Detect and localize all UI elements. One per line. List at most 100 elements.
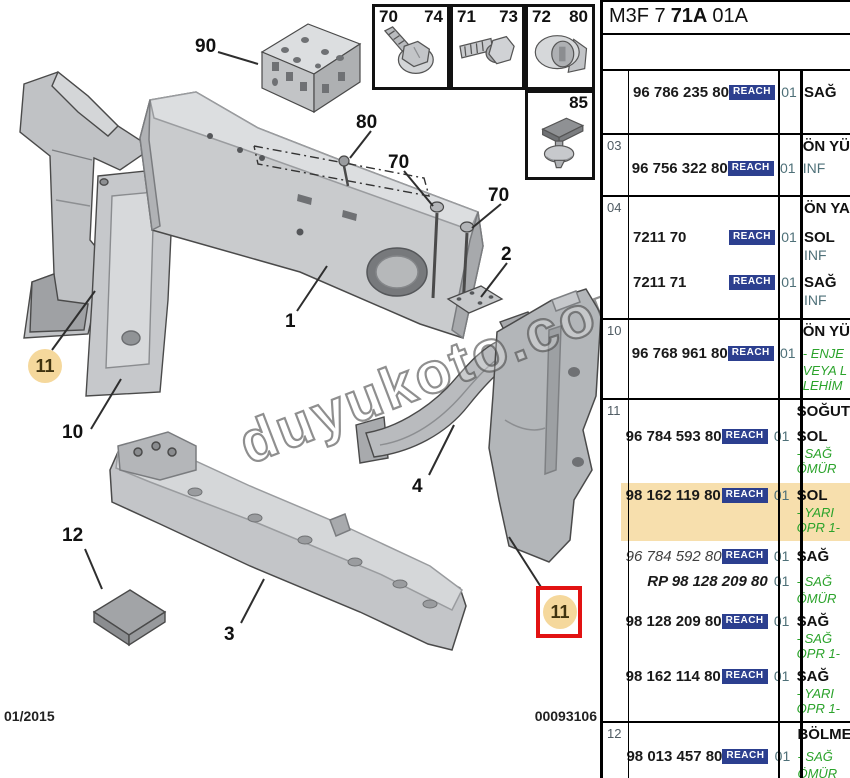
row-title: ÖN YÜ [802,138,850,155]
legend-num: 85 [569,93,588,112]
part-number[interactable]: 96 756 322 80 [631,160,728,177]
part-number[interactable]: 96 768 961 80 [631,345,728,362]
desc-line: INF [802,160,826,176]
desc-line: - YARI [796,505,834,520]
desc-line: OPR 1- [796,646,840,661]
part-11-left-bracket [19,70,154,339]
table-line: INF [628,292,850,308]
code-main: 71A [670,5,708,27]
part-number-cell[interactable]: 7211 71 REACH [628,274,778,291]
legend-num: 72 [532,7,551,26]
table-line: - SAĞ [621,446,850,461]
part-number[interactable]: 7211 71 [633,274,687,291]
desc-line: - ENJE [802,346,844,361]
part-number[interactable]: 96 784 592 80 [625,548,722,565]
grommet-clip-icon [528,25,592,83]
reach-badge[interactable]: REACH [727,161,774,176]
hex-bolt-icon [453,25,522,83]
callout-90: 90 [195,36,217,57]
reach-badge[interactable]: REACH [721,669,768,684]
row-title: ÖN YÜ [802,323,850,340]
part-number[interactable]: 98 162 114 80 [625,668,721,685]
table-line: VEYA L [627,363,850,378]
part-number[interactable]: 7211 70 [633,229,687,246]
row-number: 12 [607,726,622,741]
leader-lines [51,51,542,624]
row-number: 04 [607,200,622,215]
part-number[interactable]: RP 98 128 209 80 [647,573,768,590]
table-line: - YARI [621,505,850,520]
part-number[interactable]: 98 128 209 80 [625,613,722,630]
reach-badge[interactable]: REACH [728,230,775,245]
part-number[interactable]: 96 786 235 80 [633,84,729,101]
desc-line: VEYA L [802,363,848,378]
reach-badge[interactable]: REACH [721,614,768,629]
desc-line: ÖMÜR [797,766,838,778]
reach-badge[interactable]: REACH [728,85,775,100]
footer-doc-number: 00093106 [534,708,597,724]
callout-70: 70 [488,185,510,206]
column-divider [778,71,780,778]
code-suffix: 01A [712,5,748,27]
reach-badge[interactable]: REACH [721,488,768,503]
desc-line: SOL [796,487,828,504]
table-line: ÖMÜR [621,461,850,476]
qty-cell: 01 [773,487,790,503]
part-number[interactable]: 98 013 457 80 [626,748,723,765]
desc-line: OPR 1- [796,701,840,716]
reach-badge[interactable]: REACH [722,749,769,764]
footer-date: 01/2015 [4,708,55,724]
legend-num: 80 [569,7,588,26]
part-number-cell[interactable]: 7211 70 REACH [628,229,778,246]
part-number[interactable]: 98 162 119 80 [625,487,721,504]
callout-80: 80 [356,112,378,133]
desc-line: SAĞ [804,84,837,101]
part-number-cell[interactable]: RP 98 128 209 80 [621,573,771,590]
title-line: ÖN YA [628,200,850,218]
table-line: ÖMÜR [621,766,850,778]
legend-num: 71 [457,7,476,26]
desc-line: SAĞ [796,668,830,685]
qty-cell: 01 [773,613,790,629]
qty-cell: 01 [781,229,797,245]
legend-num: 70 [379,7,398,26]
part-1-upper-crossmember [139,91,484,340]
reach-badge[interactable]: REACH [727,346,774,361]
reach-badge[interactable]: REACH [728,275,775,290]
reach-badge[interactable]: REACH [721,429,768,444]
row-title: SOĞUT [796,403,850,420]
desc-line: INF [804,292,827,308]
qty-cell: 01 [773,428,790,444]
reach-badge[interactable]: REACH [721,549,768,564]
part-number[interactable]: 96 784 593 80 [625,428,722,445]
callout-1: 1 [285,311,296,332]
